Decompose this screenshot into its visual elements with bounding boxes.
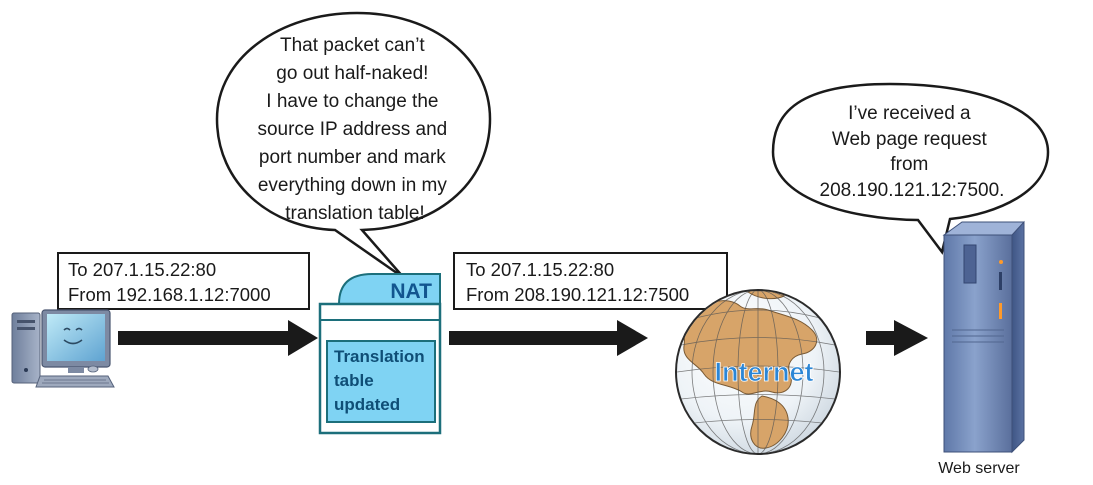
packet-label-after-nat: To 207.1.15.22:80 From 208.190.121.12:75… (453, 252, 728, 310)
server-bubble-line: Web page request (832, 129, 988, 150)
smiley-face (63, 327, 83, 345)
nat-bubble-line: translation table! (285, 203, 424, 224)
nat-speech-bubble: That packet can’t go out half-naked! I h… (215, 11, 492, 280)
svg-text:That packet can’t go out: That packet can’t go out half-naked! I h… (257, 35, 452, 224)
translation-table-line: table (334, 371, 374, 390)
nat-bubble-line: source IP address and (257, 119, 447, 140)
server-bubble-line: 208.190.121.12:7500. (820, 180, 1005, 201)
nat-bubble-line: everything down in my (258, 175, 448, 196)
web-server-caption: Web server (938, 460, 1020, 477)
svg-text:Translation table: Translation table updated (334, 347, 429, 414)
arrow-nat-to-internet (449, 320, 648, 356)
server-tower-icon: Web server (938, 220, 1025, 477)
desktop-computer-icon (11, 309, 115, 388)
nat-bubble-line: I have to change the (266, 91, 438, 112)
server-bubble-line: I’ve received a (848, 103, 971, 124)
internet-label: Internet (714, 357, 813, 387)
globe-icon: Internet (675, 289, 841, 455)
nat-device: NAT Translation table updated (318, 273, 442, 435)
packet-to-address: To 207.1.15.22:80 (466, 259, 614, 280)
nat-bubble-line: port number and mark (259, 147, 446, 168)
packet-from-address: From 192.168.1.12:7000 (68, 284, 271, 305)
packet-to-address: To 207.1.15.22:80 (68, 259, 216, 280)
packet-from-address: From 208.190.121.12:7500 (466, 284, 689, 305)
arrow-internet-to-server (866, 320, 928, 356)
nat-bubble-line: That packet can’t (280, 35, 425, 56)
packet-label-before-nat: To 207.1.15.22:80 From 192.168.1.12:7000 (57, 252, 310, 310)
server-speech-bubble: I’ve received a Web page request from 20… (771, 82, 1050, 255)
nat-label: NAT (390, 280, 432, 303)
arrow-client-to-nat (118, 320, 318, 356)
nat-bubble-line: go out half-naked! (276, 63, 428, 84)
server-bubble-line: from (890, 154, 928, 175)
svg-text:I’ve received a Web page: I’ve received a Web page request from 20… (820, 103, 1005, 201)
translation-table-line: updated (334, 395, 400, 414)
translation-table-line: Translation (334, 347, 425, 366)
